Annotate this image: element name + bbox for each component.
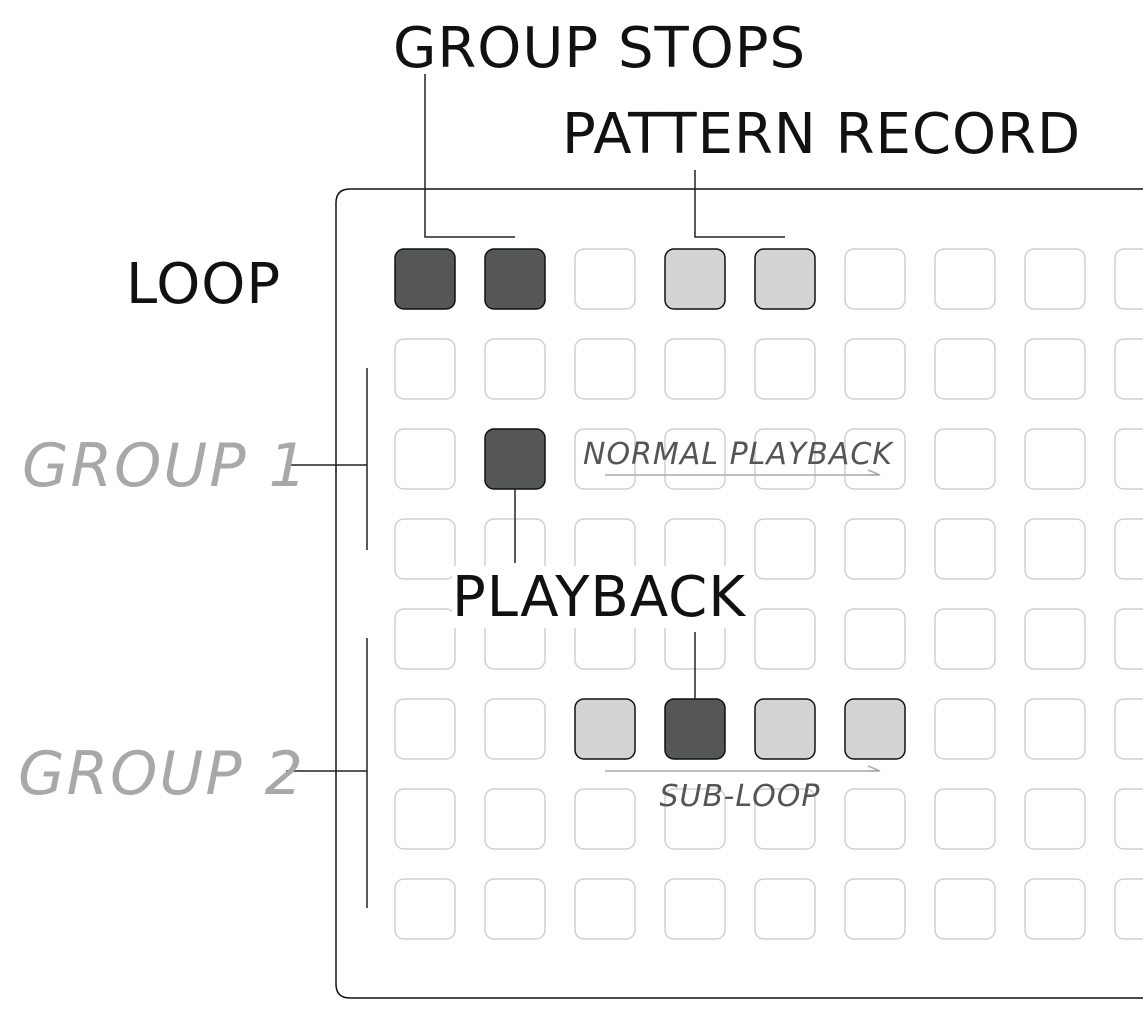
normal-playback-label: NORMAL PLAYBACK	[583, 437, 894, 472]
grid-key-r4-c0-unlit[interactable]	[394, 608, 456, 670]
grid-key-r7-c4-unlit[interactable]	[754, 878, 816, 940]
grid-key-r4-c4-unlit[interactable]	[754, 608, 816, 670]
group-stops-label: GROUP STOPS	[393, 16, 806, 81]
grid-key-r4-c5-unlit[interactable]	[844, 608, 906, 670]
grid-key-r1-c5-unlit[interactable]	[844, 338, 906, 400]
grid-key-r0-c6-unlit[interactable]	[934, 248, 996, 310]
grid-key-r1-c6-unlit[interactable]	[934, 338, 996, 400]
grid-key-r1-c4-unlit[interactable]	[754, 338, 816, 400]
grid-key-r5-c7-unlit[interactable]	[1024, 698, 1086, 760]
grid-key-r2-c2-unlit[interactable]	[574, 428, 636, 490]
grid-key-r1-c8-unlit[interactable]	[1114, 338, 1143, 400]
group-stops-leader	[424, 74, 515, 238]
group-2-label: GROUP 2	[18, 739, 305, 809]
grid-key-r0-c8-unlit[interactable]	[1114, 248, 1143, 310]
grid-key-r6-c5-unlit[interactable]	[844, 788, 906, 850]
grid-key-r3-c5-unlit[interactable]	[844, 518, 906, 580]
sub-loop-arrowhead	[867, 765, 881, 772]
grid-key-r2-c5-unlit[interactable]	[844, 428, 906, 490]
grid-key-r6-c2-unlit[interactable]	[574, 788, 636, 850]
normal-playback-arrowhead	[867, 469, 881, 476]
grid-key-r6-c4-unlit[interactable]	[754, 788, 816, 850]
grid-key-r5-c3-dark[interactable]	[664, 698, 726, 760]
sub-loop-label: SUB-LOOP	[660, 779, 821, 814]
playback-label: PLAYBACK	[452, 565, 746, 630]
grid-key-r7-c6-unlit[interactable]	[934, 878, 996, 940]
grid-key-r5-c0-unlit[interactable]	[394, 698, 456, 760]
grid-key-r2-c0-unlit[interactable]	[394, 428, 456, 490]
grid-key-r4-c8-unlit[interactable]	[1114, 608, 1143, 670]
grid-key-r0-c2-unlit[interactable]	[574, 248, 636, 310]
grid-key-r7-c5-unlit[interactable]	[844, 878, 906, 940]
grid-key-r2-c7-unlit[interactable]	[1024, 428, 1086, 490]
grid-key-r5-c1-unlit[interactable]	[484, 698, 546, 760]
playback-label-backdrop	[452, 566, 750, 628]
grid-key-r7-c2-unlit[interactable]	[574, 878, 636, 940]
grid-key-r7-c8-unlit[interactable]	[1114, 878, 1143, 940]
grid-key-r7-c3-unlit[interactable]	[664, 878, 726, 940]
grid-key-r4-c6-unlit[interactable]	[934, 608, 996, 670]
grid-key-r7-c1-unlit[interactable]	[484, 878, 546, 940]
grid-key-r5-c5-light[interactable]	[844, 698, 906, 760]
grid-key-r6-c1-unlit[interactable]	[484, 788, 546, 850]
grid-key-r2-c3-unlit[interactable]	[664, 428, 726, 490]
grid-key-r7-c7-unlit[interactable]	[1024, 878, 1086, 940]
grid-key-r5-c6-unlit[interactable]	[934, 698, 996, 760]
grid-key-r0-c0-dark[interactable]	[394, 248, 456, 310]
grid-key-r3-c8-unlit[interactable]	[1114, 518, 1143, 580]
pattern-record-label: PATTERN RECORD	[562, 102, 1081, 167]
grid-key-r6-c0-unlit[interactable]	[394, 788, 456, 850]
grid-key-r3-c7-unlit[interactable]	[1024, 518, 1086, 580]
grid-key-r5-c2-light[interactable]	[574, 698, 636, 760]
grid-key-r3-c6-unlit[interactable]	[934, 518, 996, 580]
grid-key-r6-c6-unlit[interactable]	[934, 788, 996, 850]
pattern-record-leader	[694, 170, 785, 238]
grid-key-r2-c8-unlit[interactable]	[1114, 428, 1143, 490]
grid-key-r1-c0-unlit[interactable]	[394, 338, 456, 400]
grid-key-r0-c3-light[interactable]	[664, 248, 726, 310]
grid-key-r4-c7-unlit[interactable]	[1024, 608, 1086, 670]
grid-key-r1-c7-unlit[interactable]	[1024, 338, 1086, 400]
grid-key-r0-c1-dark[interactable]	[484, 248, 546, 310]
grid-key-r6-c7-unlit[interactable]	[1024, 788, 1086, 850]
grid-key-r5-c4-light[interactable]	[754, 698, 816, 760]
grid-key-r0-c4-light[interactable]	[754, 248, 816, 310]
grid-key-r6-c3-unlit[interactable]	[664, 788, 726, 850]
grid-key-r7-c0-unlit[interactable]	[394, 878, 456, 940]
grid-key-r1-c2-unlit[interactable]	[574, 338, 636, 400]
grid-key-r2-c4-unlit[interactable]	[754, 428, 816, 490]
grid-key-r2-c1-dark[interactable]	[484, 428, 546, 490]
grid-key-r1-c1-unlit[interactable]	[484, 338, 546, 400]
grid-key-r2-c6-unlit[interactable]	[934, 428, 996, 490]
grid-key-r6-c8-unlit[interactable]	[1114, 788, 1143, 850]
grid-key-r3-c4-unlit[interactable]	[754, 518, 816, 580]
grid-key-r0-c7-unlit[interactable]	[1024, 248, 1086, 310]
grid-key-r0-c5-unlit[interactable]	[844, 248, 906, 310]
group-1-label: GROUP 1	[22, 431, 309, 501]
key-grid	[394, 248, 1143, 940]
grid-key-r5-c8-unlit[interactable]	[1114, 698, 1143, 760]
grid-key-r1-c3-unlit[interactable]	[664, 338, 726, 400]
loop-label: LOOP	[126, 252, 281, 317]
grid-key-r3-c0-unlit[interactable]	[394, 518, 456, 580]
